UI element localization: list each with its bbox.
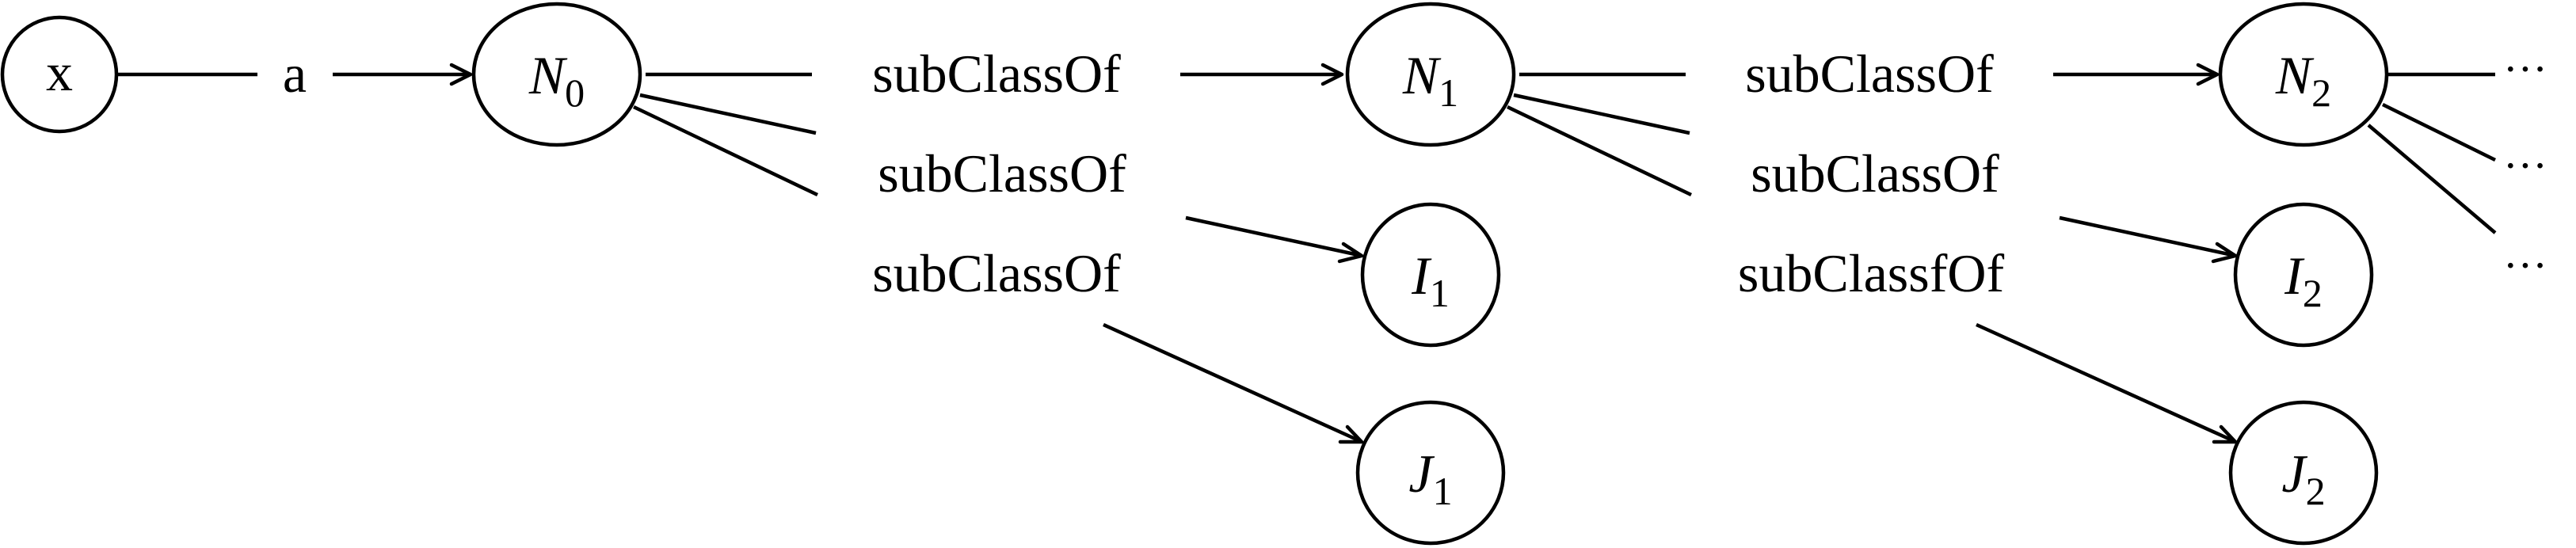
edge-n2-continuation-bottom-line (2367, 124, 2497, 234)
node-n0-label: N0 (528, 45, 585, 115)
edge-label-n1-i2: subClassOf (1751, 143, 1999, 204)
node-n2: N2 (2218, 2, 2389, 147)
node-n2-label-sub: 2 (2311, 70, 2331, 115)
edge-n0-i1-line-a (639, 93, 817, 135)
edge-label-n0-i1: subClassOf (878, 143, 1126, 204)
continuation-middle: ··· (2503, 142, 2547, 191)
node-i2-label-sub: 2 (2303, 271, 2323, 315)
node-n1-label: N1 (1402, 45, 1458, 115)
node-x: x (0, 15, 119, 134)
edge-label-n0-j1: subClassOf (872, 243, 1121, 303)
node-j2-shape (2228, 400, 2379, 546)
node-n1-label-sub: 1 (1439, 70, 1458, 115)
edge-n1-i2-arrowhead (2211, 242, 2238, 264)
edge-n0-n1-arrowhead (1320, 63, 1344, 86)
edge-n1-i2-line-b (2059, 215, 2233, 257)
node-j1-shape (1355, 400, 1506, 546)
node-j1: J1 (1355, 400, 1506, 546)
node-i1-shape (1360, 202, 1501, 348)
node-j2-label: J2 (2281, 443, 2325, 513)
edge-labels: a subClassOf subClassOf subClassOf subCl… (283, 44, 2005, 303)
edge-label-n1-j2: subClassfOf (1738, 243, 2005, 303)
node-n1-shape (1345, 2, 1516, 147)
node-j2: J2 (2228, 400, 2379, 546)
node-i2-label: I2 (2284, 245, 2323, 315)
edge-n0-i1-arrowhead (1337, 242, 1364, 264)
nodes: x N0 N1 N2 I1 I2 J1 J2 (0, 2, 2389, 546)
node-n0-shape (471, 2, 642, 147)
node-j2-label-base: J (2281, 443, 2307, 504)
continuations: ··· ··· ··· (2503, 45, 2547, 291)
edge-n1-j2-line-a (1507, 105, 1692, 197)
node-n1: N1 (1345, 2, 1516, 147)
node-j1-label-base: J (1408, 443, 1435, 504)
continuation-bottom: ··· (2503, 242, 2547, 291)
node-i2-shape (2233, 202, 2374, 348)
node-x-label: x (46, 42, 73, 102)
node-i2-label-base: I (2284, 245, 2305, 306)
edge-n1-j2-line-b (1976, 322, 2233, 443)
edge-n0-j1-line-a (633, 105, 818, 197)
node-j1-label: J1 (1408, 443, 1452, 513)
node-n0-label-base: N (528, 45, 568, 105)
node-n1-label-base: N (1402, 45, 1442, 105)
node-j1-label-sub: 1 (1433, 469, 1453, 513)
edge-n1-i2-line-a (1513, 93, 1690, 135)
edge-label-n1-n2: subClassOf (1745, 44, 1994, 104)
node-n0-label-sub: 0 (565, 70, 585, 115)
edge-label-n0-n1: subClassOf (872, 44, 1121, 104)
edge-n1-j2-arrowhead (2212, 424, 2238, 444)
edge-n2-continuation-middle-line (2382, 102, 2496, 162)
edge-n1-n2-arrowhead (2196, 63, 2220, 86)
node-i1: I1 (1360, 202, 1501, 348)
edge-n0-j1-line-b (1103, 322, 1359, 443)
node-j2-label-sub: 2 (2306, 469, 2326, 513)
edge-label-x-n0: a (283, 44, 307, 104)
edge-n0-i1-line-b (1185, 215, 1359, 257)
edges (117, 63, 2497, 444)
node-i1-label: I1 (1411, 245, 1450, 315)
node-n0: N0 (471, 2, 642, 147)
edge-x-n0-arrowhead (449, 63, 473, 86)
node-i1-label-base: I (1411, 245, 1432, 306)
edge-n0-j1-arrowhead (1338, 424, 1364, 444)
node-x-shape (0, 15, 119, 134)
node-n2-label: N2 (2275, 45, 2331, 115)
node-i2: I2 (2233, 202, 2374, 348)
continuation-top: ··· (2503, 45, 2547, 94)
node-i1-label-sub: 1 (1430, 271, 1450, 315)
node-n2-label-base: N (2275, 45, 2315, 105)
node-n2-shape (2218, 2, 2389, 147)
